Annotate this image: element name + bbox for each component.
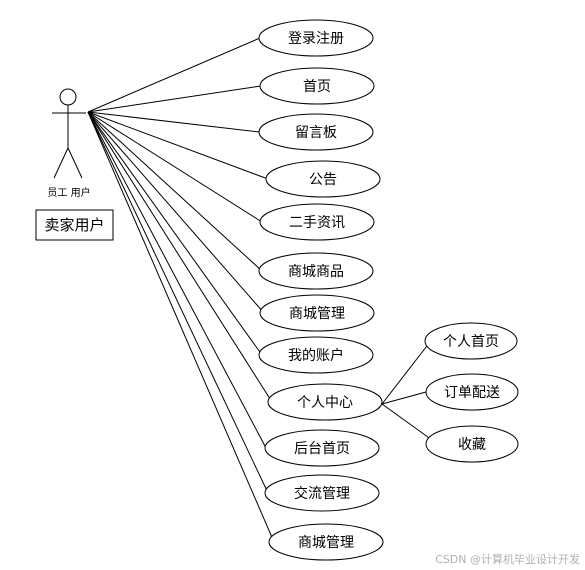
use-case-label: 留言板 (295, 125, 337, 141)
role-box-label: 卖家用户 (44, 216, 104, 234)
use-case-label: 订单配送 (444, 385, 500, 401)
association-line (87, 85, 262, 113)
watermark: CSDN @计算机毕业设计开发 (435, 552, 580, 566)
sub-use-cases: 个人首页 订单配送 收藏 (424, 322, 519, 463)
use-case-ellipse (268, 523, 384, 561)
use-case-label: 商城管理 (289, 306, 345, 322)
use-case: 商城商品 (258, 252, 374, 290)
use-case: 个人中心 (267, 383, 383, 421)
actor-label: 员工 用户 (47, 186, 90, 199)
actor-right-leg (67, 147, 83, 179)
role-box-frame (35, 209, 114, 241)
use-case-ellipse (425, 373, 519, 411)
use-case-label: 商城管理 (298, 535, 354, 551)
use-case: 商城管理 (268, 523, 384, 561)
association-line (87, 111, 275, 543)
association-line (87, 111, 265, 314)
association-line (87, 111, 263, 356)
actor-head (59, 88, 77, 106)
sub-use-case: 收藏 (425, 425, 519, 463)
use-case-ellipse (259, 203, 375, 241)
use-case: 后台首页 (264, 429, 380, 467)
use-case-label: 收藏 (458, 437, 486, 453)
use-cases: 登录注册 首页 留言板 公告 二手资讯 商城商品 商城管理 我的账户 (258, 19, 384, 561)
use-case: 首页 (259, 67, 375, 105)
use-case-label: 后台首页 (294, 441, 350, 457)
use-case-ellipse (267, 383, 383, 421)
association-line (87, 111, 273, 403)
use-case-label: 登录注册 (288, 31, 344, 47)
role-box: 卖家用户 (35, 209, 114, 241)
use-case-ellipse (258, 252, 374, 290)
use-case: 我的账户 (258, 336, 374, 374)
use-case: 公告 (265, 160, 381, 198)
sub-associations (381, 341, 433, 441)
association-line (87, 111, 269, 494)
actor-left-leg (53, 147, 69, 179)
association-line (87, 111, 263, 223)
use-case-label: 个人中心 (297, 395, 353, 411)
use-case-ellipse (258, 19, 374, 57)
use-case-label: 公告 (309, 172, 337, 188)
use-case-label: 个人首页 (443, 334, 499, 350)
use-case-label: 首页 (303, 79, 331, 95)
association-line (381, 391, 427, 405)
actor-associations (87, 37, 275, 543)
use-case: 商城管理 (259, 294, 375, 332)
use-case-ellipse (264, 429, 380, 467)
use-case-ellipse (259, 67, 375, 105)
sub-use-case: 订单配送 (425, 373, 519, 411)
use-case-ellipse (265, 160, 381, 198)
association-line (87, 111, 260, 133)
use-case: 交流管理 (264, 474, 380, 512)
association-line (381, 341, 431, 405)
use-case-label: 商城商品 (288, 264, 344, 280)
use-case-label: 我的账户 (288, 347, 344, 364)
use-case: 二手资讯 (259, 203, 375, 241)
use-case-label: 交流管理 (294, 485, 350, 502)
actor-figure (52, 88, 86, 179)
use-case-label: 二手资讯 (289, 215, 345, 231)
association-line (87, 111, 263, 272)
use-case-ellipse (264, 474, 380, 512)
use-case-ellipse (259, 294, 375, 332)
use-case-ellipse (258, 336, 374, 374)
use-case-ellipse (424, 322, 518, 360)
association-line (87, 111, 269, 180)
use-case: 登录注册 (258, 19, 374, 57)
association-line (87, 37, 261, 113)
use-case-ellipse (425, 425, 519, 463)
association-line (381, 403, 433, 441)
use-case-ellipse (258, 113, 374, 151)
association-line (87, 111, 267, 449)
sub-use-case: 个人首页 (424, 322, 518, 360)
use-case: 留言板 (258, 113, 374, 151)
